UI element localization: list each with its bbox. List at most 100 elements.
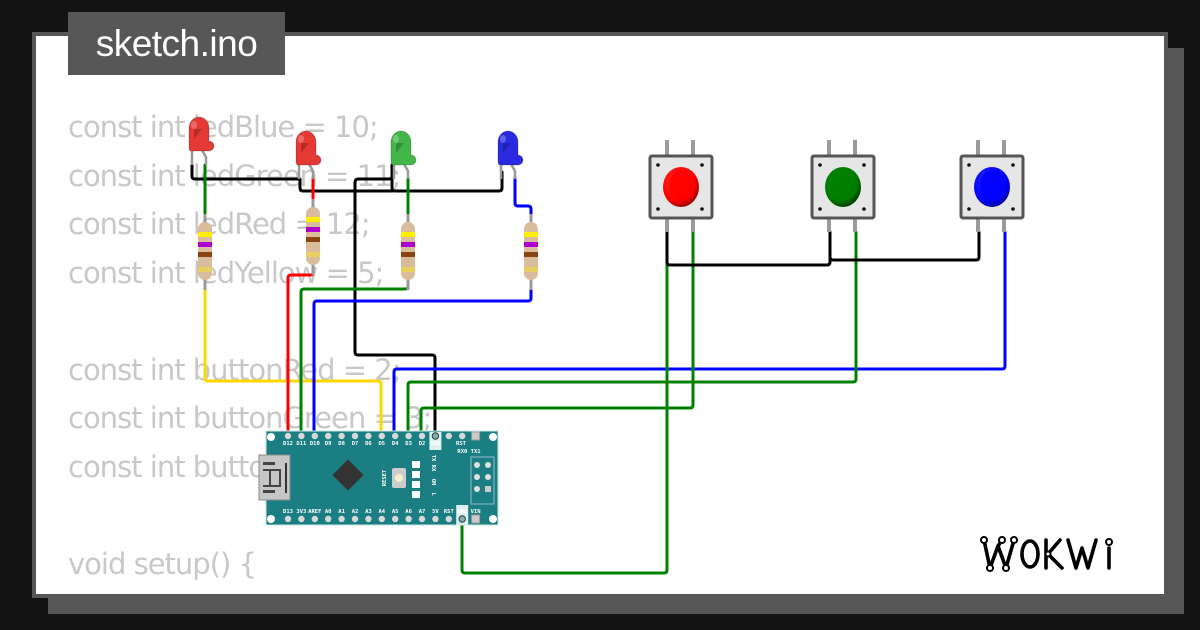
pin-bottom-label-5v: 5V bbox=[432, 509, 439, 515]
label-txrx: TX RX bbox=[430, 455, 436, 472]
led-die bbox=[194, 129, 202, 139]
button-screw bbox=[967, 207, 971, 211]
pin-bottom-label-vin: VIN bbox=[471, 509, 481, 515]
pin-bottom-label-gnd: GND bbox=[457, 509, 468, 515]
pin-bottom-d13 bbox=[284, 515, 292, 523]
wire-blue-d10 bbox=[312, 282, 533, 437]
resistor-band bbox=[524, 252, 538, 257]
mount-hole bbox=[489, 433, 497, 441]
button-leg bbox=[665, 218, 669, 232]
wire-blue-led4-res4 bbox=[513, 176, 533, 216]
resistor-band bbox=[401, 242, 415, 247]
pin-label-d10: D10 bbox=[310, 441, 320, 447]
resistor-band bbox=[524, 232, 538, 237]
label-on: ON bbox=[430, 479, 436, 486]
pin-bottom-aref bbox=[311, 515, 318, 523]
pin-d10 bbox=[311, 432, 318, 440]
wire-black-led3-led4 bbox=[390, 163, 504, 193]
icsp-pin bbox=[485, 462, 491, 468]
icsp-pin-square bbox=[485, 486, 491, 492]
pushbutton-blue bbox=[959, 140, 1025, 232]
pin-label-d7: D7 bbox=[352, 441, 359, 447]
pin-bottom-label-a4: A4 bbox=[378, 509, 385, 515]
pin-label-d11: D11 bbox=[296, 441, 307, 447]
pin-gnd bbox=[431, 432, 440, 440]
resistor-band bbox=[198, 267, 212, 272]
led-die bbox=[503, 143, 511, 153]
code-line: const int buttonGreen = 3; bbox=[68, 401, 432, 435]
pin-label-d2: D2 bbox=[419, 441, 426, 447]
button-screw bbox=[818, 163, 822, 167]
pin-bottom-label-a3: A3 bbox=[365, 509, 372, 515]
button-leg bbox=[853, 218, 857, 232]
mount-hole bbox=[267, 433, 275, 441]
pin-d11 bbox=[298, 432, 305, 440]
icsp-pin bbox=[474, 474, 480, 480]
pin-bottom-a4 bbox=[378, 515, 385, 523]
button-leg bbox=[691, 218, 695, 232]
button-leg bbox=[691, 140, 695, 156]
board-led bbox=[412, 461, 420, 468]
resistor-2 bbox=[306, 199, 320, 275]
pin-rx0 bbox=[459, 432, 466, 440]
code-line: const int ledYellow = 5; bbox=[68, 255, 384, 290]
wire-green-gnd-button-red bbox=[460, 230, 669, 575]
pin-label-rst: RST bbox=[456, 441, 467, 447]
pin-label-d9: D9 bbox=[325, 441, 332, 447]
led-anode-lead bbox=[307, 163, 315, 179]
button-cap-top bbox=[831, 170, 857, 200]
led-red-1 bbox=[188, 116, 215, 165]
resistor-band bbox=[198, 232, 212, 237]
pushbutton-red bbox=[648, 140, 714, 232]
pin-d5 bbox=[378, 432, 385, 440]
pin-bottom-label-3v3: 3V3 bbox=[296, 509, 306, 515]
pin-square bbox=[471, 431, 481, 441]
pin-label-d4: D4 bbox=[392, 441, 399, 447]
led-body bbox=[188, 116, 215, 152]
usb-slot bbox=[263, 462, 275, 465]
wire-black-button-green-blue bbox=[828, 230, 981, 262]
wire-yellow-d5 bbox=[203, 287, 383, 437]
pin-bottom-a6 bbox=[405, 515, 412, 523]
usb-port bbox=[263, 469, 281, 487]
pin-bottom-a1 bbox=[338, 515, 345, 523]
resistor-band bbox=[401, 252, 415, 257]
led-anode-lead bbox=[200, 149, 208, 165]
pin-label-d12: D12 bbox=[283, 441, 293, 447]
mount-hole bbox=[267, 515, 275, 523]
wire-black-gnd bbox=[353, 174, 437, 437]
pin-bottom-a0 bbox=[325, 515, 332, 523]
resistor-band bbox=[306, 237, 320, 242]
reset-button bbox=[395, 474, 403, 482]
wire-blue-d4-button-blue bbox=[392, 230, 1007, 437]
pin-d12 bbox=[284, 432, 292, 440]
pin-label-gnd: GND bbox=[430, 441, 441, 447]
button-leg bbox=[853, 140, 857, 156]
wokwi-logo bbox=[980, 536, 1113, 572]
pin-d2 bbox=[418, 432, 426, 440]
led-die bbox=[301, 143, 309, 153]
resistor-band bbox=[401, 267, 415, 272]
file-tab[interactable]: sketch.ino bbox=[68, 12, 285, 75]
led-body bbox=[390, 130, 417, 166]
pin-label-d6: D6 bbox=[365, 441, 372, 447]
led-anode-lead bbox=[402, 163, 410, 179]
button-leg bbox=[1002, 218, 1006, 232]
code-background: const int ledBlue = 10;const int ledGree… bbox=[68, 103, 461, 594]
wire-green-d2-button-red bbox=[419, 230, 695, 437]
button-leg bbox=[1002, 140, 1006, 156]
icsp-pin bbox=[474, 486, 480, 492]
led-anode-lead bbox=[509, 163, 517, 179]
board-led bbox=[412, 491, 420, 498]
pushbutton-green bbox=[810, 140, 876, 232]
led-green bbox=[390, 130, 417, 179]
led-highlight bbox=[393, 135, 399, 143]
button-screw bbox=[818, 207, 822, 211]
pin-d7 bbox=[351, 432, 359, 440]
pin-label-d8: D8 bbox=[338, 441, 345, 447]
pin-label-d3: D3 bbox=[405, 441, 412, 447]
button-screw bbox=[967, 163, 971, 167]
pin-bottom-label-aref: AREF bbox=[308, 509, 321, 515]
